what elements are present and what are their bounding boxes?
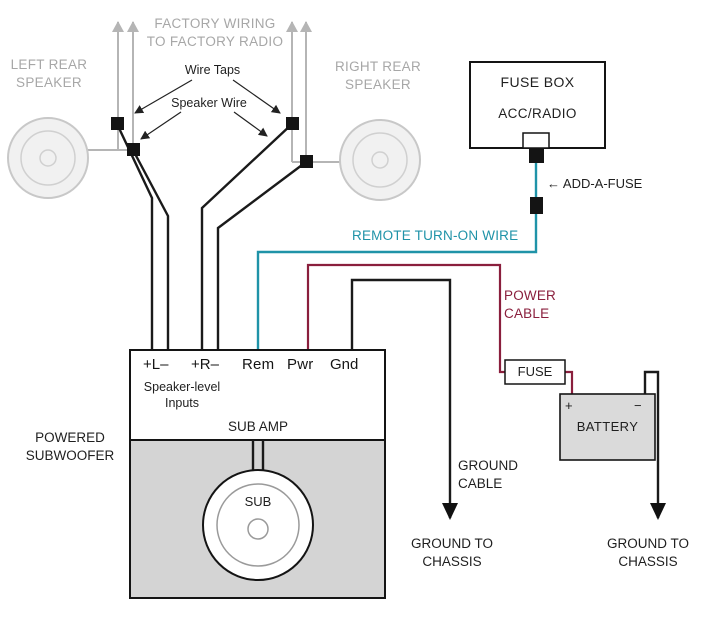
ground-to-chassis-left-label: GROUND TO CHASSIS <box>410 536 493 569</box>
power-cable-wire <box>306 263 574 394</box>
speaker-wire-pointer-arrows <box>140 111 268 140</box>
add-a-fuse-connector-top <box>529 148 544 163</box>
ground-cable-label: GROUND CABLE <box>458 458 518 491</box>
wire-tap-connectors <box>111 117 313 168</box>
wire-taps-label: Wire Taps <box>184 63 241 77</box>
amp-terminal-remote: Rem <box>242 356 275 373</box>
left-rear-speaker-icon <box>7 117 89 199</box>
powered-subwoofer-label: POWERED SUBWOOFER <box>25 430 115 463</box>
ground-cable-wire <box>350 278 458 520</box>
subwoofer-driver-icon <box>202 469 314 581</box>
amp-terminal-ground: Gnd <box>330 356 359 373</box>
right-rear-speaker-label: RIGHT REAR SPEAKER <box>334 59 421 92</box>
amp-to-sub-connector <box>251 440 265 471</box>
battery-label: BATTERY <box>576 419 639 434</box>
amp-terminal-power: Pwr <box>287 356 314 373</box>
battery-box <box>559 393 656 461</box>
amp-terminal-right: +R– <box>191 356 219 373</box>
speaker-level-inputs-label: Speaker-level Inputs <box>143 380 221 411</box>
inline-fuse-label: FUSE <box>517 364 553 379</box>
remote-turn-on-wire-label: REMOTE TURN-ON WIRE <box>352 228 519 243</box>
right-rear-speaker-icon <box>339 119 421 201</box>
sub-amp-box <box>129 349 386 441</box>
ground-to-chassis-right-label: GROUND TO CHASSIS <box>606 536 689 569</box>
add-a-fuse-label: ← ADD-A-FUSE <box>547 176 643 191</box>
battery-plus-terminal: + <box>565 398 573 413</box>
wire-taps-pointer-arrows <box>134 79 281 114</box>
fuse-slot-tab <box>522 132 550 149</box>
sub-amp-label: SUB AMP <box>227 419 289 434</box>
amp-terminal-left: +L– <box>143 356 169 373</box>
speaker-wire-label: Speaker Wire <box>171 96 247 110</box>
fuse-box-slot-label: ACC/RADIO <box>498 106 577 121</box>
add-a-fuse-connector <box>530 197 543 214</box>
power-cable-label: POWER CABLE <box>504 288 557 321</box>
left-rear-speaker-label: LEFT REAR SPEAKER <box>10 57 88 90</box>
battery-minus-terminal: − <box>634 398 642 413</box>
inline-fuse-box <box>504 359 566 385</box>
factory-wiring-label: FACTORY WIRING TO FACTORY RADIO <box>146 16 284 49</box>
fuse-box-title: FUSE BOX <box>500 74 575 90</box>
sub-label: SUB <box>244 494 272 509</box>
battery-ground-wire <box>643 370 666 520</box>
speaker-level-wires <box>116 123 307 350</box>
